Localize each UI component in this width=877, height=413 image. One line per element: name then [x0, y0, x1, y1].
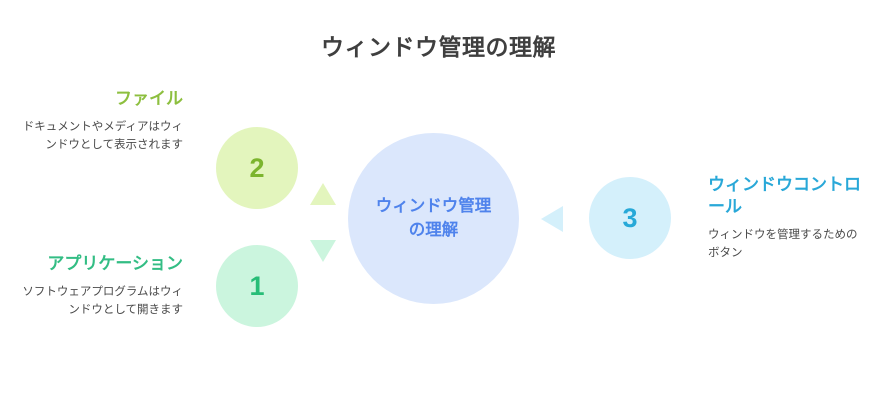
arrow-left-icon — [541, 206, 563, 232]
label-heading-application: アプリケーション — [47, 254, 183, 273]
label-block-application: アプリケーション ソフトウェアプログラムはウィンドウとして開きます — [18, 253, 183, 320]
label-block-file: ファイル ドキュメントやメディアはウィンドウとして表示されます — [18, 88, 183, 155]
node-circle-1[interactable]: 1 — [216, 245, 298, 327]
label-heading-file: ファイル — [115, 89, 183, 108]
page-title: ウィンドウ管理の理解 — [321, 34, 556, 60]
node-number-1: 1 — [249, 270, 265, 301]
label-description-file: ドキュメントやメディアはウィンドウとして表示されます — [22, 121, 183, 151]
label-block-window-controls: ウィンドウコントロール ウィンドウを管理するためのボタン — [708, 174, 868, 263]
label-description-application: ソフトウェアプログラムはウィンドウとして開きます — [22, 286, 183, 316]
arrow-up-icon — [310, 183, 336, 205]
label-heading-window-controls: ウィンドウコントロール — [708, 175, 861, 217]
node-number-3: 3 — [622, 202, 638, 233]
node-circle-2[interactable]: 2 — [216, 127, 298, 209]
hub-circle[interactable]: ウィンドウ管理の理解 — [348, 133, 519, 304]
node-circle-3[interactable]: 3 — [589, 177, 671, 259]
label-description-window-controls: ウィンドウを管理するためのボタン — [708, 229, 858, 259]
hub-label: ウィンドウ管理の理解 — [375, 196, 492, 239]
node-number-2: 2 — [249, 152, 265, 183]
arrow-down-icon — [310, 240, 336, 262]
